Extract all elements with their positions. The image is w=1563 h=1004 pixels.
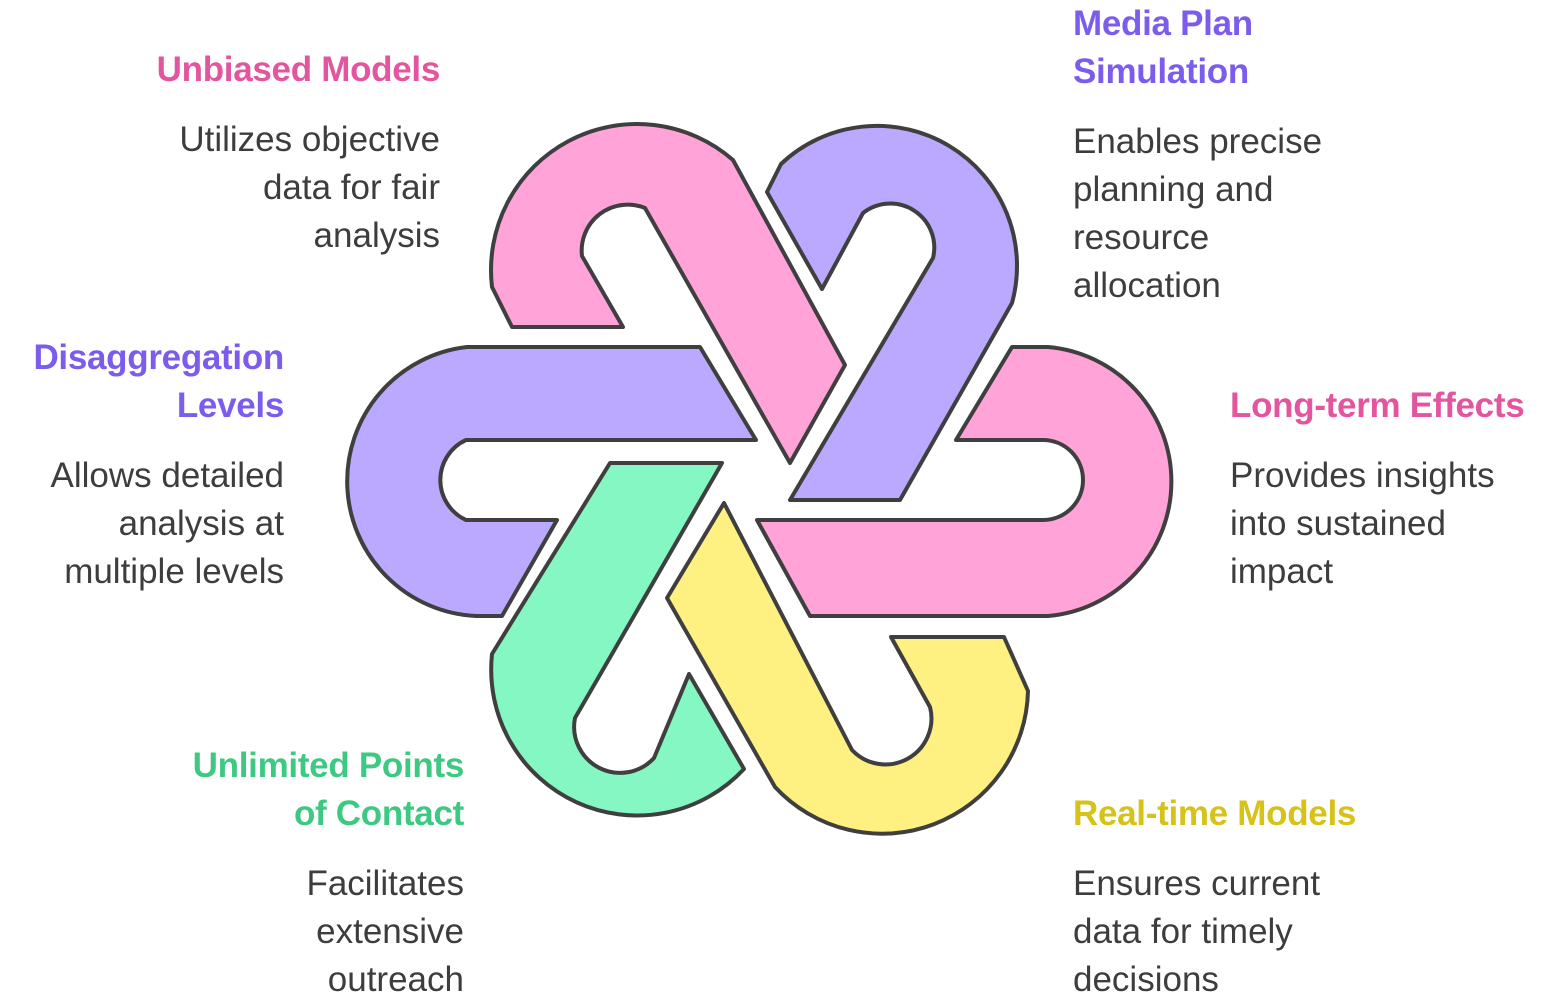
item-unlimited-points-of-contact: Unlimited Points of Contact Facilitates … <box>104 742 465 1004</box>
loop-media-plan-simulation <box>765 123 1019 502</box>
description-long-term-effects: Provides insights into sustained impact <box>1230 456 1495 591</box>
title-media-plan-simulation: Media Plan Simulation <box>1073 4 1253 91</box>
loop-long-term-effects <box>755 345 1174 618</box>
description-media-plan-simulation: Enables precise planning and resource al… <box>1073 122 1323 305</box>
title-disaggregation-levels: Disaggregation Levels <box>33 338 284 425</box>
item-real-time-models: Real-time Models Ensures current data fo… <box>1073 790 1473 1004</box>
item-unbiased-models: Unbiased Models Utilizes objective data … <box>80 46 441 260</box>
loop-real-time-models <box>665 501 1030 836</box>
description-disaggregation-levels: Allows detailed analysis at multiple lev… <box>50 456 284 591</box>
description-unlimited-points-of-contact: Facilitates extensive outreach <box>306 864 464 999</box>
loop-disaggregation-levels <box>345 345 758 618</box>
description-unbiased-models: Utilizes objective data for fair analysi… <box>179 120 440 255</box>
loop-unlimited-points-of-contact <box>489 461 746 818</box>
description-real-time-models: Ensures current data for timely decision… <box>1073 864 1321 999</box>
item-disaggregation-levels: Disaggregation Levels Allows detailed an… <box>4 334 284 596</box>
item-media-plan-simulation: Media Plan Simulation Enables precise pl… <box>1073 0 1473 310</box>
title-unlimited-points-of-contact: Unlimited Points of Contact <box>192 746 465 833</box>
title-long-term-effects: Long-term Effects <box>1230 386 1525 425</box>
title-real-time-models: Real-time Models <box>1073 794 1357 833</box>
loop-unbiased-models <box>489 122 847 465</box>
title-unbiased-models: Unbiased Models <box>156 50 441 89</box>
item-long-term-effects: Long-term Effects Provides insights into… <box>1230 382 1560 596</box>
